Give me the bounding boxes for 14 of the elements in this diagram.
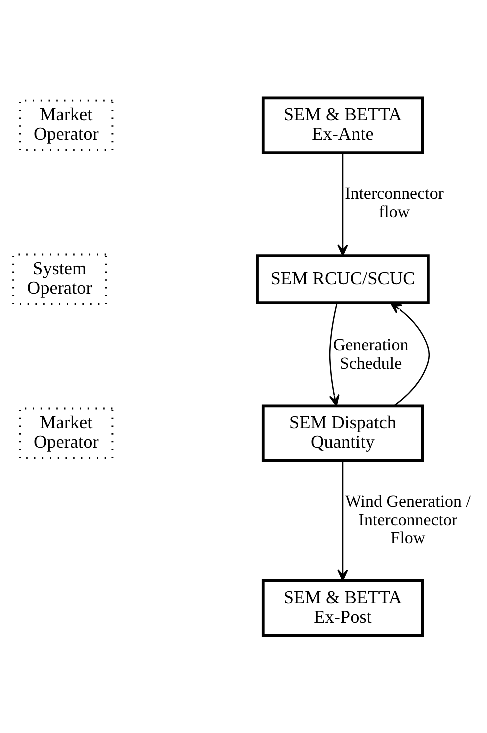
node-box: Market Operator [19, 99, 114, 151]
node-box: SEM RCUC/SCUC [256, 254, 430, 304]
arrow [329, 302, 340, 406]
node-box: SEM & BETTA Ex-Post [262, 579, 424, 637]
arrow [390, 302, 430, 406]
arrow [338, 460, 348, 581]
node-box: SEM & BETTA Ex-Ante [262, 96, 424, 154]
edge-label: Generation Schedule [333, 335, 409, 372]
node-box: SEM Dispatch Quantity [262, 404, 424, 462]
edge-label: Wind Generation / Interconnector Flow [345, 492, 471, 548]
node-box: System Operator [12, 253, 108, 305]
node-box: Market Operator [19, 407, 114, 459]
arrow [338, 152, 348, 256]
edge-label: Interconnector flow [345, 184, 444, 221]
